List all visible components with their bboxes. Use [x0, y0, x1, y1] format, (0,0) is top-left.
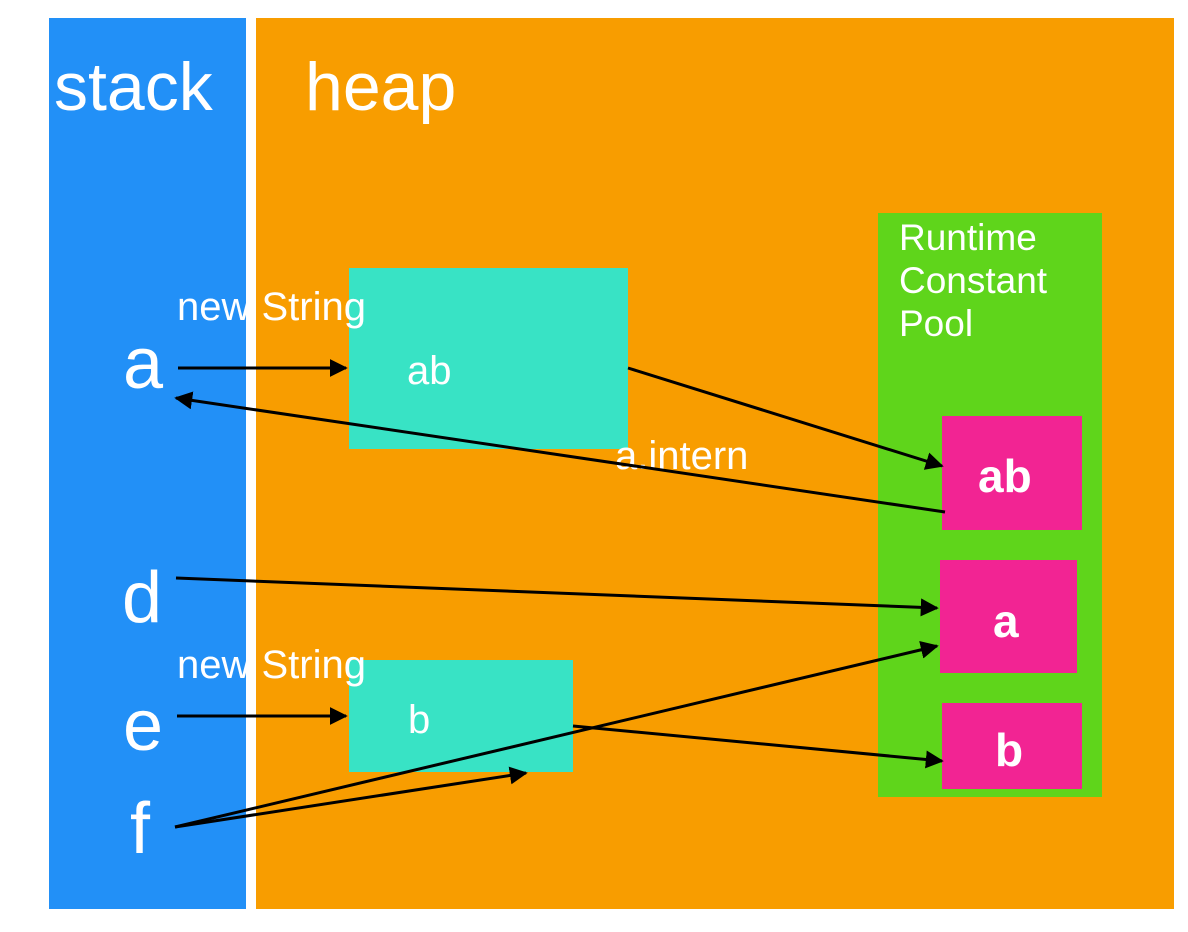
new-string-label-a: new String	[177, 285, 366, 329]
stack-region	[49, 18, 246, 909]
heap-object-b	[349, 660, 573, 772]
pool-entry-b	[942, 703, 1082, 789]
pool-entry-ab-text: ab	[978, 450, 1032, 502]
heap-title: heap	[305, 49, 457, 125]
pool-entry-a-text: a	[993, 595, 1019, 647]
pool-entry-b-text: b	[995, 724, 1024, 776]
heap-object-ab-text: ab	[407, 349, 452, 393]
runtime-constant-pool-title: Runtime Constant Pool	[899, 217, 1048, 344]
stack-variable-e: e	[123, 686, 164, 766]
intern-label: a.intern	[615, 434, 749, 478]
heap-object-ab	[349, 268, 628, 449]
pool-entry-a	[940, 560, 1077, 673]
stack-title: stack	[54, 49, 213, 125]
heap-object-b-text: b	[408, 698, 431, 742]
pool-entry-ab	[942, 416, 1082, 530]
stack-variable-d: d	[122, 558, 163, 638]
stack-variable-a: a	[123, 324, 164, 404]
stack-variable-f: f	[130, 789, 151, 869]
new-string-label-e: new String	[177, 643, 366, 687]
